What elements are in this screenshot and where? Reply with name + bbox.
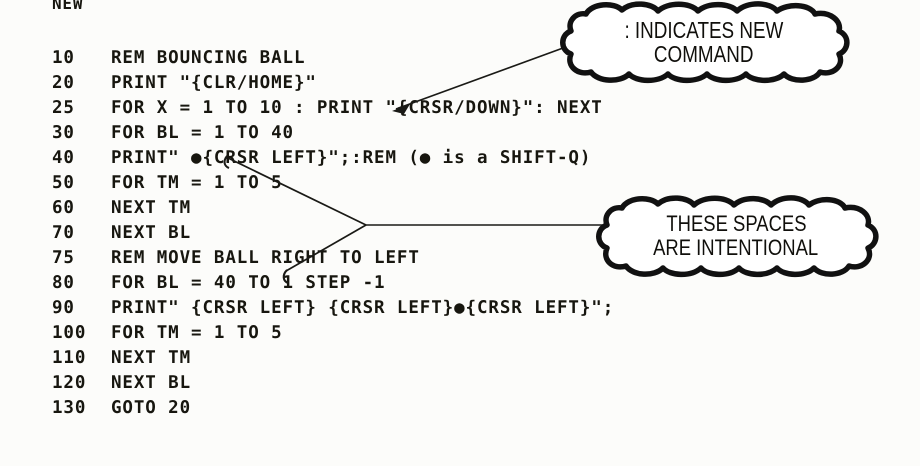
code-line-75: 75 (52, 248, 75, 268)
command-new: NEW (52, 0, 84, 13)
code-text-130: GOTO 20 (111, 398, 192, 418)
code-text-20: PRINT "{CLR/HOME}" (111, 73, 317, 93)
code-text-10: REM BOUNCING BALL (111, 48, 306, 68)
callout-cloud-shape (560, 1, 850, 84)
code-text-40: PRINT" ●{CRSR LEFT}";:REM (● is a SHIFT-… (111, 148, 592, 168)
code-text-70: NEXT BL (111, 223, 192, 243)
code-line-110: 110 (52, 348, 87, 368)
code-line-25: 25 (52, 98, 75, 118)
code-text-120: NEXT BL (111, 373, 192, 393)
code-line-90: 90 (52, 298, 75, 318)
callout-indicates-new-command: : INDICATES NEW COMMAND (556, 1, 852, 84)
code-line-40: 40 (52, 148, 75, 168)
callout-spaces-are-intentional: THESE SPACES ARE INTENTIONAL (592, 195, 880, 278)
code-text-50: FOR TM = 1 TO 5 (111, 173, 283, 193)
code-line-130: 130 (52, 398, 87, 418)
code-line-50: 50 (52, 173, 75, 193)
code-line-100: 100 (52, 323, 87, 343)
code-text-25: FOR X = 1 TO 10 : PRINT "{CRSR/DOWN}": N… (111, 98, 603, 118)
code-text-60: NEXT TM (111, 198, 192, 218)
code-line-60: 60 (52, 198, 75, 218)
code-text-90: PRINT" {CRSR LEFT} {CRSR LEFT}●{CRSR LEF… (111, 298, 615, 318)
code-text-100: FOR TM = 1 TO 5 (111, 323, 283, 343)
code-text-75: REM MOVE BALL RIGHT TO LEFT (111, 248, 420, 268)
code-line-120: 120 (52, 373, 87, 393)
code-line-10: 10 (52, 48, 75, 68)
code-line-30: 30 (52, 123, 75, 143)
code-text-80: FOR BL = 40 TO 1 STEP -1 (111, 273, 386, 293)
code-line-80: 80 (52, 273, 75, 293)
code-line-70: 70 (52, 223, 75, 243)
code-text-110: NEXT TM (111, 348, 192, 368)
code-line-20: 20 (52, 73, 75, 93)
callout-cloud-shape (596, 195, 879, 278)
code-text-30: FOR BL = 1 TO 40 (111, 123, 294, 143)
